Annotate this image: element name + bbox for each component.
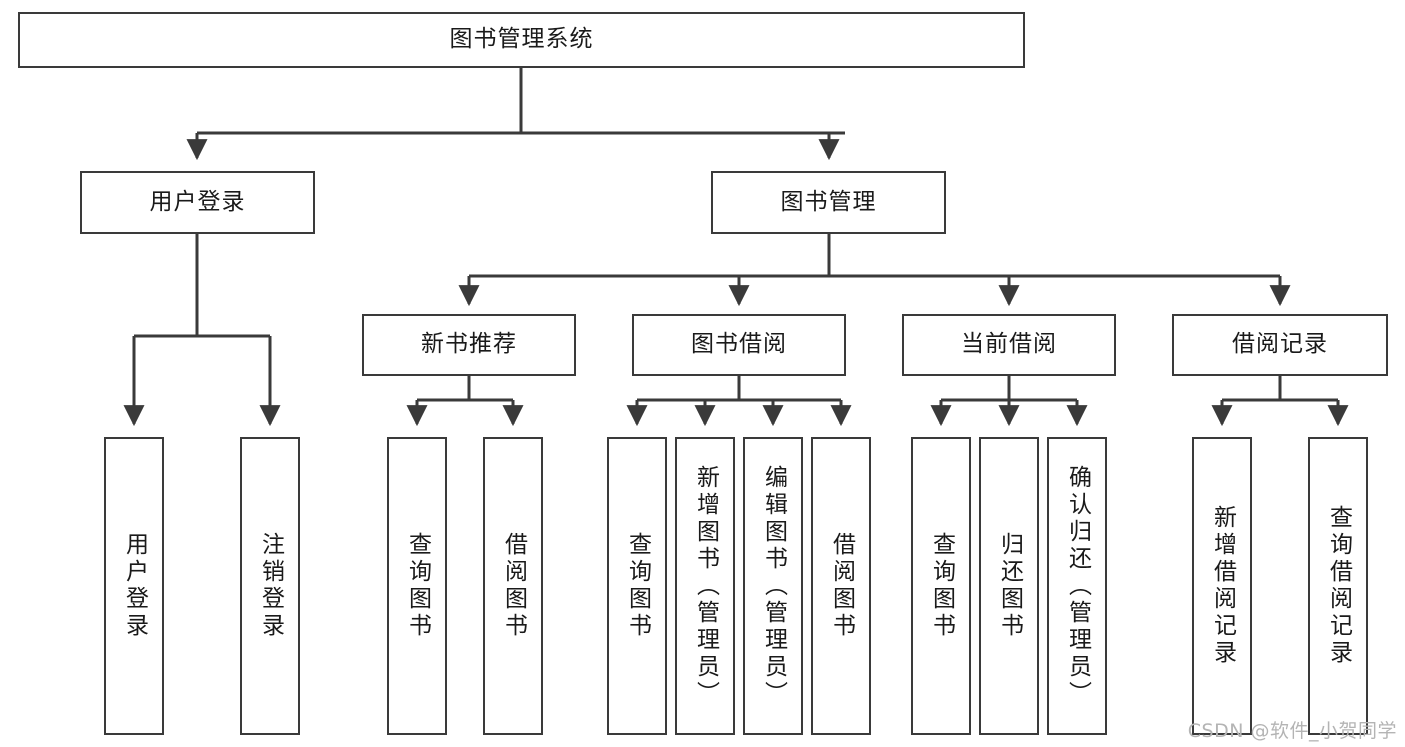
- node-label: 编辑图书（管理员）: [760, 464, 787, 708]
- leaf-borrow-book[interactable]: 借阅图书: [811, 437, 871, 735]
- watermark-text: CSDN @软件_小贺同学: [1187, 720, 1397, 742]
- node-label: 借阅图书: [500, 532, 527, 640]
- leaf-add-borrow-record[interactable]: 新增借阅记录: [1192, 437, 1252, 735]
- node-current-borrow[interactable]: 当前借阅: [902, 314, 1116, 376]
- node-user-login[interactable]: 用户登录: [80, 171, 315, 234]
- leaf-user-login[interactable]: 用户登录: [104, 437, 164, 735]
- node-label: 新书推荐: [421, 331, 517, 358]
- leaf-query-borrow-record[interactable]: 查询借阅记录: [1308, 437, 1368, 735]
- node-label: 查询借阅记录: [1325, 505, 1352, 667]
- node-label: 当前借阅: [961, 331, 1057, 358]
- node-label: 图书借阅: [691, 331, 787, 358]
- node-label: 新增图书（管理员）: [692, 464, 719, 708]
- node-label: 图书管理系统: [449, 26, 594, 53]
- node-borrow-record[interactable]: 借阅记录: [1172, 314, 1388, 376]
- node-label: 图书管理: [780, 188, 877, 215]
- leaf-query-book-recommend[interactable]: 查询图书: [387, 437, 447, 735]
- node-label: 查询图书: [624, 532, 651, 640]
- node-label: 借阅图书: [828, 532, 855, 640]
- leaf-return-book[interactable]: 归还图书: [979, 437, 1039, 735]
- leaf-query-book-borrow[interactable]: 查询图书: [607, 437, 667, 735]
- node-label: 查询图书: [404, 532, 431, 640]
- node-label: 归还图书: [996, 532, 1023, 640]
- leaf-query-book-current[interactable]: 查询图书: [911, 437, 971, 735]
- node-book-management-system[interactable]: 图书管理系统: [18, 12, 1025, 68]
- node-label: 用户登录: [121, 532, 148, 640]
- leaf-add-book-admin[interactable]: 新增图书（管理员）: [675, 437, 735, 735]
- node-new-book-recommend[interactable]: 新书推荐: [362, 314, 576, 376]
- node-label: 借阅记录: [1232, 331, 1328, 358]
- node-label: 用户登录: [149, 188, 246, 215]
- node-book-borrow[interactable]: 图书借阅: [632, 314, 846, 376]
- leaf-borrow-book-recommend[interactable]: 借阅图书: [483, 437, 543, 735]
- leaf-confirm-return-admin[interactable]: 确认归还（管理员）: [1047, 437, 1107, 735]
- node-label: 确认归还（管理员）: [1064, 464, 1091, 708]
- leaf-edit-book-admin[interactable]: 编辑图书（管理员）: [743, 437, 803, 735]
- node-label: 查询图书: [928, 532, 955, 640]
- leaf-logout-login[interactable]: 注销登录: [240, 437, 300, 735]
- node-label: 新增借阅记录: [1209, 505, 1236, 667]
- node-label: 注销登录: [257, 532, 284, 640]
- node-book-management[interactable]: 图书管理: [711, 171, 946, 234]
